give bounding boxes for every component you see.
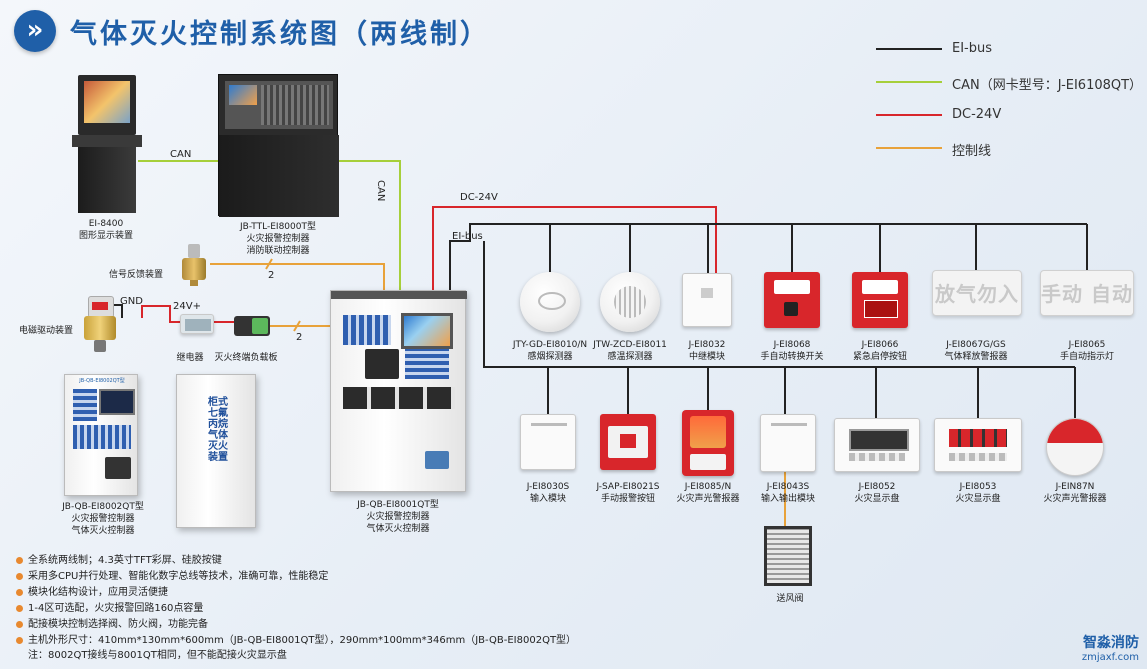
feature-item: 1-4区可选配，火灾报警回路160点容量 [16, 602, 203, 615]
manual-auto-switch [764, 272, 820, 328]
gas-release-alarm: 放气勿入 [932, 270, 1022, 316]
relay-module [682, 273, 732, 327]
solenoid-drive-device [80, 296, 122, 354]
control-wire-feedback [210, 263, 385, 292]
damper-label: 送风阀 [776, 594, 804, 604]
gas-cabinet-text: 柜式七氟丙烷气体灭火装置 [208, 397, 228, 463]
sound-light-alarm-round [1046, 418, 1104, 476]
display-label: EI-8400 图形显示装置 [78, 219, 134, 241]
legend-control: 控制线 [952, 144, 992, 159]
fire-display-panel-2 [934, 418, 1022, 472]
signal-feedback-device [178, 244, 210, 286]
heptafluoropropane-cabinet: 柜式七氟丙烷气体灭火装置 [176, 374, 256, 528]
wire-label-tick-1: 2 [268, 270, 275, 281]
terminal-load-board [234, 316, 270, 336]
legend-can: CAN（网卡型号：J-EI6108QT） [952, 78, 1143, 93]
dc24v-wire [432, 206, 717, 292]
relay-label: 继电器 [176, 353, 204, 363]
manual-auto-indicator: 手动 自动 [1040, 270, 1134, 316]
wire-label-can: CAN [170, 149, 192, 160]
relay [180, 314, 214, 334]
input-module [520, 414, 576, 470]
air-supply-damper [764, 526, 812, 586]
controller-main-label: JB-QB-EI8001QT型 火灾报警控制器 气体灭火控制器 [357, 500, 439, 534]
double-chevron-icon: » [14, 10, 56, 52]
gas-controller-main [330, 290, 467, 492]
terminal-label: 灭火终端负载板 [214, 353, 278, 363]
legend-eibus: EI-bus [952, 41, 993, 56]
cabinet-label: JB-TTL-EI8000T型 火灾报警控制器 消防联动控制器 [240, 222, 316, 256]
eibus-wire-top [449, 223, 1087, 292]
feature-item: 模块化结构设计，应用灵活便捷 [16, 586, 168, 599]
feature-item: 全系统两线制；4.3英寸TFT彩屏、硅胶按键 [16, 554, 222, 567]
sound-light-alarm [682, 410, 734, 476]
fire-display-panel-1 [834, 418, 920, 472]
gas-controller-small: JB-QB-EI8002QT型 [64, 374, 138, 496]
display-screen [84, 81, 130, 123]
wire-label-dc24v: DC-24V [460, 192, 498, 203]
graphic-display-unit [72, 75, 142, 213]
feature-item: 配接模块控制选择阀、防火阀，功能完备 [16, 618, 208, 631]
legend-dc24v: DC-24V [952, 107, 1002, 122]
controller-small-front-label: JB-QB-EI8002QT型 [79, 378, 125, 384]
brand-watermark: 智淼消防 zmjaxf.com [1081, 635, 1139, 663]
manual-call-point [600, 414, 656, 470]
wire-label-eibus: EI-bus [452, 231, 483, 242]
solenoid-label: 电磁驱动装置 [18, 326, 74, 336]
can-wire-main [338, 160, 401, 292]
feature-item: 采用多CPU并行处理、智能化数字总线等技术，准确可靠，性能稳定 [16, 570, 328, 583]
gnd-wire [114, 304, 123, 318]
dc24v-wire-relay [141, 305, 180, 323]
emergency-stop-button [852, 272, 908, 328]
brand-icon [425, 451, 449, 469]
feedback-label: 信号反馈装置 [108, 270, 164, 280]
page-title: 气体灭火控制系统图（两线制） [70, 19, 490, 50]
footnote: 注：8002QT接线与8001QT相同，但不能配接火灾显示盘 [28, 650, 287, 661]
wire-label-24v: 24V+ [173, 301, 201, 312]
wire-label-gnd: GND [120, 296, 143, 307]
controller-small-label: JB-QB-EI8002QT型 火灾报警控制器 气体灭火控制器 [62, 502, 144, 536]
wire-label-tick-2: 2 [296, 332, 303, 343]
main-alarm-cabinet [218, 74, 339, 217]
heat-detector [600, 272, 660, 332]
input-output-module [760, 414, 816, 472]
smoke-detector [520, 272, 580, 332]
feature-item: 主机外形尺寸：410mm*130mm*600mm（JB-QB-EI8001QT型… [16, 634, 576, 647]
wire-label-can-vertical: CAN [375, 180, 386, 202]
eibus-wire-bottom [483, 241, 1075, 368]
